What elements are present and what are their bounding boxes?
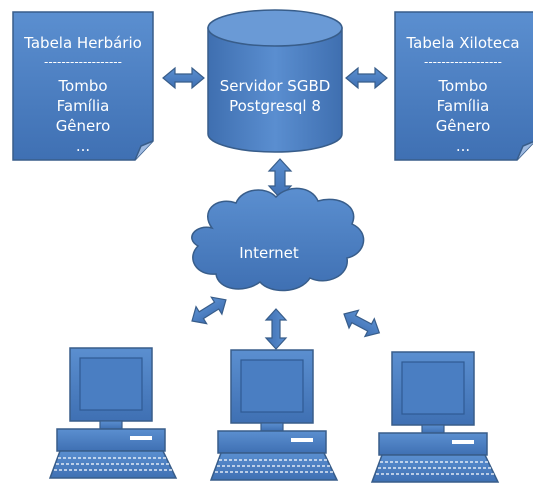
table-herbario-field: Família [57, 97, 110, 115]
internet-cloud: Internet [191, 187, 365, 292]
left-table-server-arrow [162, 66, 205, 90]
table-xiloteca-divider: ------------------ [424, 55, 502, 69]
table-xiloteca-field: ... [456, 137, 470, 155]
table-herbario-field: Gênero [56, 117, 111, 135]
table-xiloteca-title: Tabela Xiloteca [405, 34, 519, 52]
table-xiloteca-field: Família [437, 97, 490, 115]
server-name-label: Servidor SGBD [220, 77, 331, 95]
table-herbario-title: Tabela Herbário [23, 34, 142, 52]
right-table-server-arrow [345, 66, 388, 90]
computer-right-icon [370, 351, 500, 483]
internet-label: Internet [239, 244, 299, 262]
table-xiloteca-document: Tabela Xiloteca ------------------ Tombo… [394, 11, 533, 161]
table-herbario-field: ... [76, 137, 90, 155]
internet-center-computer-arrow [264, 308, 288, 350]
internet-left-computer-arrow [191, 296, 227, 325]
table-xiloteca-field: Tombo [437, 77, 487, 95]
table-herbario-document: Tabela Herbário ------------------ Tombo… [12, 11, 154, 161]
table-xiloteca-field: Gênero [436, 117, 491, 135]
server-version-label: Postgresql 8 [229, 97, 321, 115]
computer-center-icon [209, 349, 339, 481]
table-herbario-field: Tombo [57, 77, 107, 95]
table-herbario-divider: ------------------ [44, 55, 122, 69]
computer-left-icon [48, 347, 178, 479]
database-server-cylinder: Servidor SGBD Postgresql 8 [207, 9, 343, 153]
internet-right-computer-arrow [343, 309, 381, 338]
